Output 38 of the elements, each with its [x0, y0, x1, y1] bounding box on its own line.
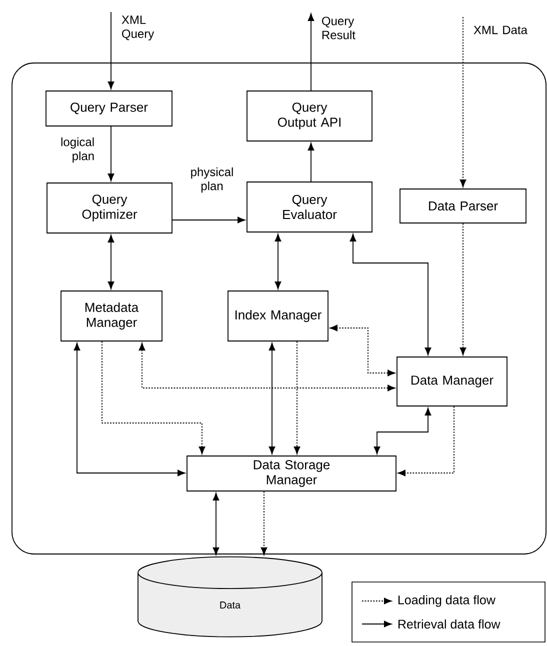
- arrow: [330, 324, 396, 376]
- arrow: [460, 16, 466, 188]
- process-box: Data Manager: [396, 356, 508, 406]
- arrow: [308, 13, 314, 91]
- arrow: [108, 126, 114, 182]
- arrow: [108, 234, 114, 290]
- process-box: Query Evaluator: [246, 182, 372, 232]
- database-cylinder: Data: [138, 556, 322, 638]
- process-box: Metadata Manager: [60, 290, 162, 342]
- arrow: [138, 342, 396, 392]
- arrow: [308, 142, 314, 182]
- arrow: [268, 342, 276, 454]
- edge-label: XML Data: [474, 26, 528, 34]
- arrow: [260, 491, 268, 556]
- process-box: Index Manager: [228, 290, 328, 342]
- legend-text: Loading data flow: [398, 595, 496, 607]
- edge-label: logical plan: [61, 137, 94, 163]
- arrow: [374, 408, 432, 454]
- arrow: [212, 492, 220, 556]
- process-box: Query Optimizer: [46, 182, 172, 234]
- system-boundary: [12, 62, 546, 554]
- process-box: Data Storage Manager: [186, 456, 396, 492]
- edge-label: XML Query: [122, 16, 154, 40]
- arrow: [398, 406, 454, 476]
- arrow: [102, 341, 206, 454]
- edge-label: physical plan: [191, 167, 233, 193]
- arrow: [350, 234, 432, 356]
- arrow: [172, 216, 246, 224]
- arrow: [108, 12, 114, 90]
- arrow: [460, 223, 466, 356]
- process-box: Query Output API: [246, 90, 372, 142]
- arrow: [294, 341, 300, 454]
- arrow: [274, 234, 282, 290]
- arrow: [74, 342, 186, 476]
- process-box: Query Parser: [46, 90, 172, 126]
- legend-text: Retrieval data flow: [398, 619, 500, 629]
- process-box: Data Parser: [400, 188, 526, 224]
- edge-label: Query Result: [322, 16, 356, 40]
